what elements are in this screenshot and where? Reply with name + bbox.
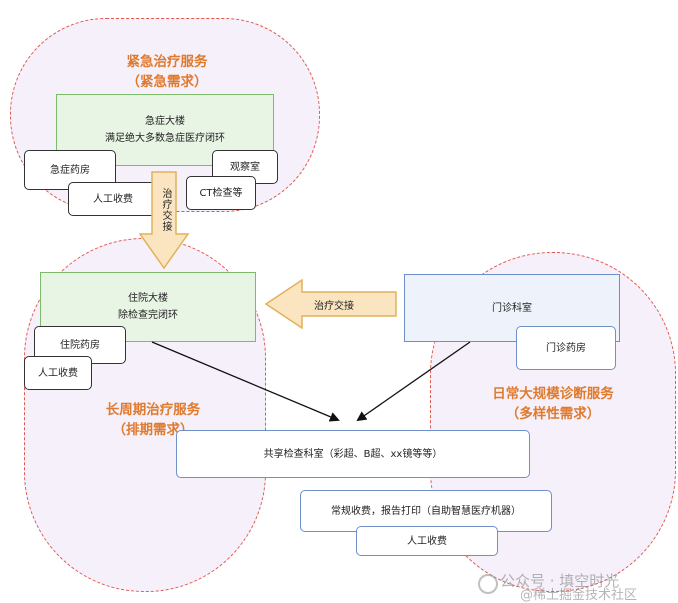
outpatient-to-exam-line xyxy=(356,341,471,422)
inpatient-building-desc: 除检查完闭环 xyxy=(118,310,178,321)
self-service-label: 常规收费，报告打印（自助智慧医疗机器） xyxy=(331,505,521,517)
handoff-left-arrow xyxy=(264,278,397,330)
inpatient-cashier-node: 人工收费 xyxy=(24,356,92,390)
observation-room-label: 观察室 xyxy=(230,161,260,173)
outpatient-pharmacy-node: 门诊药房 xyxy=(516,326,616,370)
handoff-down-arrow xyxy=(138,171,190,270)
watermark-line2: @稀土掘金技术社区 xyxy=(520,588,638,603)
outpatient-pharmacy-label: 门诊药房 xyxy=(546,342,586,354)
emergency-building-desc: 满足绝大多数急症医疗闭环 xyxy=(105,133,225,144)
emergency-pharmacy-label: 急症药房 xyxy=(50,164,90,176)
emergency-cashier-label: 人工收费 xyxy=(93,193,133,205)
inpatient-pharmacy-label: 住院药房 xyxy=(60,339,100,351)
shared-cashier-label: 人工收费 xyxy=(407,535,447,547)
long-term-title: 长周期治疗服务 xyxy=(105,402,201,418)
inpatient-cashier-label: 人工收费 xyxy=(38,367,78,379)
emergency-cashier-node: 人工收费 xyxy=(68,182,158,216)
self-service-node: 常规收费，报告打印（自助智慧医疗机器） xyxy=(300,490,552,532)
daily-region-title: 日常大规模诊断服务 （多样性需求） xyxy=(468,384,638,424)
outpatient-dept-label: 门诊科室 xyxy=(492,302,532,314)
inpatient-building-name: 住院大楼 xyxy=(128,293,168,304)
inpatient-to-exam-line xyxy=(151,341,340,422)
shared-cashier-node: 人工收费 xyxy=(356,526,498,556)
emergency-building-name: 急症大楼 xyxy=(145,116,185,127)
emergency-subtitle: （紧急需求） xyxy=(126,74,208,90)
ct-room-label: CT检查等 xyxy=(199,187,243,199)
emergency-region-title: 紧急治疗服务 （紧急需求） xyxy=(100,52,234,92)
shared-exam-node: 共享检查科室（彩超、B超、xx镜等等） xyxy=(176,430,530,478)
daily-subtitle: （多样性需求） xyxy=(505,406,601,422)
wechat-icon xyxy=(478,574,498,594)
long-term-subtitle: （排期需求） xyxy=(112,422,194,438)
shared-exam-label: 共享检查科室（彩超、B超、xx镜等等） xyxy=(263,448,443,460)
daily-title: 日常大规模诊断服务 xyxy=(492,386,614,402)
handoff-left-label: 治疗交接 xyxy=(314,301,354,312)
handoff-down-label: 治疗交接 xyxy=(160,188,171,232)
long-term-region-title: 长周期治疗服务 （排期需求） xyxy=(78,400,228,440)
ct-room-node: CT检查等 xyxy=(186,176,256,210)
watermark-line1: 公众号 · 填空时光 xyxy=(500,572,620,590)
emergency-title: 紧急治疗服务 xyxy=(126,54,208,70)
